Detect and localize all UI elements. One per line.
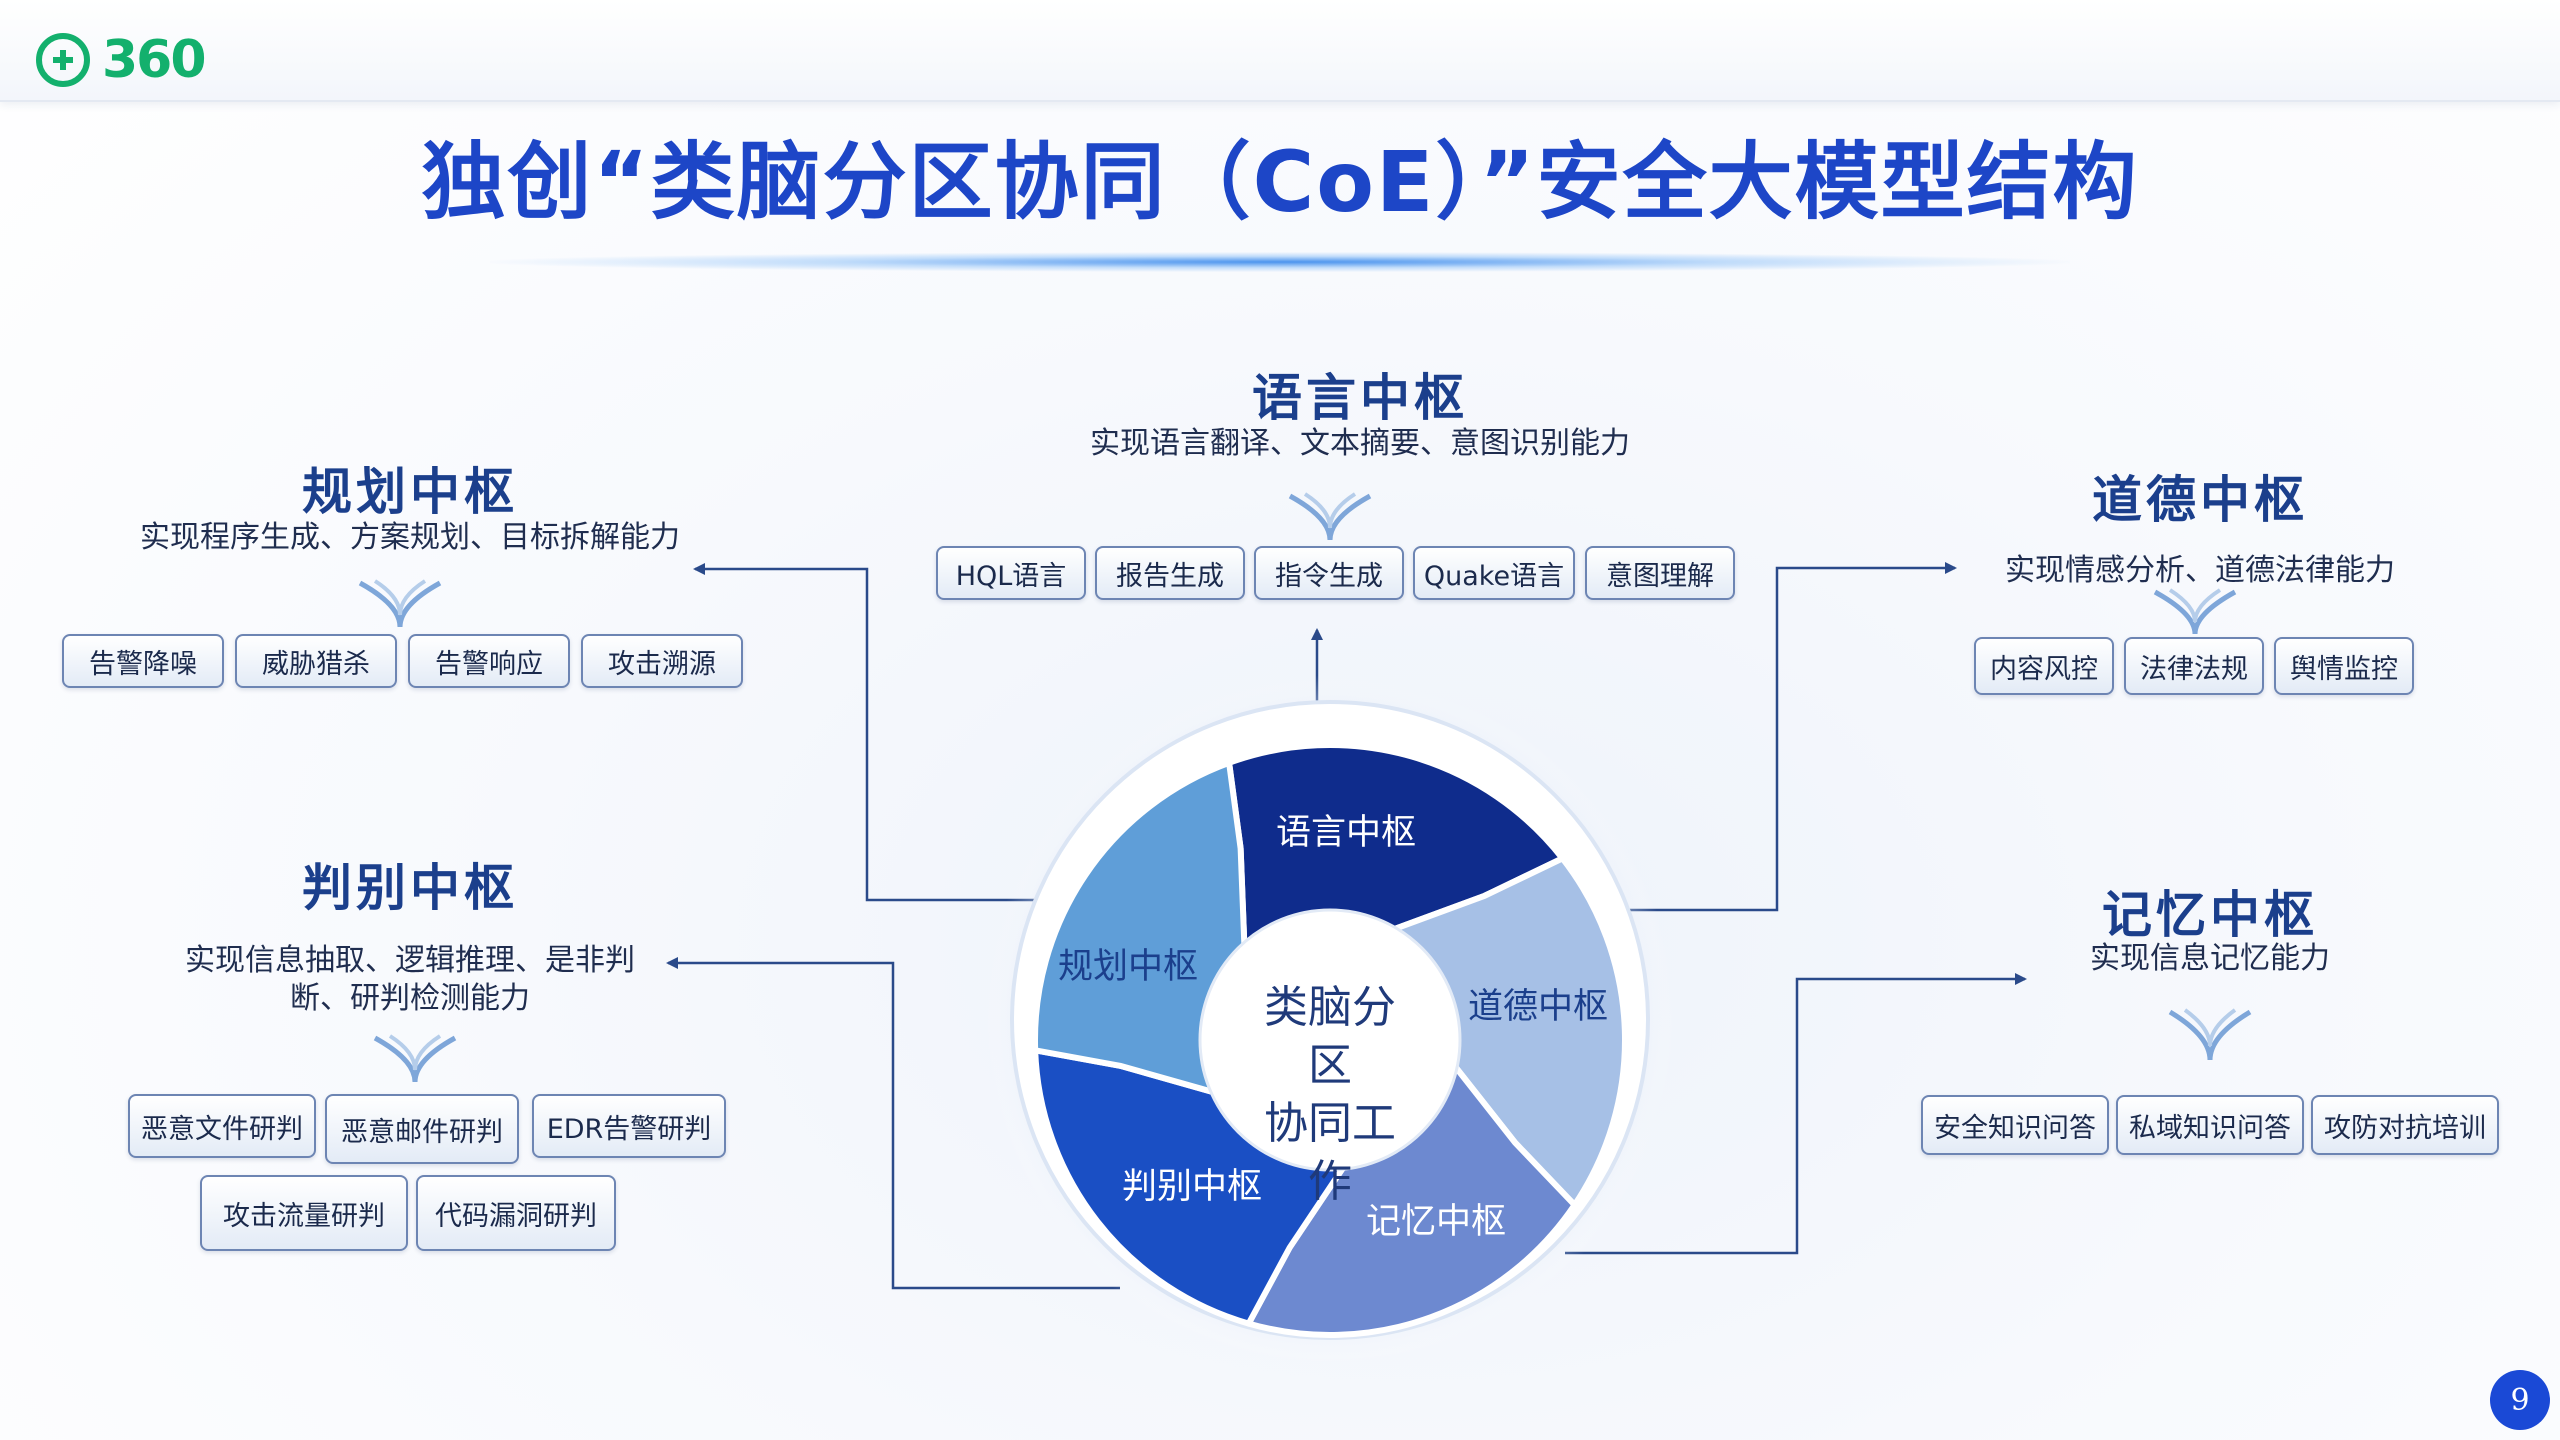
chip-language-0: HQL语言 — [936, 546, 1086, 600]
chip-language-4: 意图理解 — [1585, 546, 1735, 600]
hub-title-planning: 规划中枢 — [302, 462, 518, 521]
hub-desc-language: 实现语言翻译、文本摘要、意图识别能力 — [1090, 426, 1630, 461]
page-number-badge: 9 — [2490, 1370, 2550, 1430]
chevron-down-icon — [358, 579, 442, 628]
chip-planning-3: 攻击溯源 — [581, 634, 743, 688]
hub-desc-ethics: 实现情感分析、道德法律能力 — [2005, 553, 2395, 588]
center-label-line1: 类脑分 — [1264, 982, 1396, 1033]
chip-ethics-1: 法律法规 — [2124, 637, 2264, 695]
segment-label-planning: 规划中枢 — [1058, 947, 1198, 987]
chip-judgment-2: EDR告警研判 — [532, 1094, 726, 1158]
chevron-down-icon — [2153, 588, 2237, 635]
hub-desc-judgment-line1: 实现信息抽取、逻辑推理、是非判 — [185, 943, 635, 978]
chip-planning-0: 告警降噪 — [62, 634, 224, 688]
logo-360: 360 — [34, 30, 207, 90]
chip-ethics-0: 内容风控 — [1974, 637, 2114, 695]
chip-planning-1: 威胁猎杀 — [235, 634, 397, 688]
chip-memory-1: 私域知识问答 — [2116, 1095, 2304, 1155]
logo-text: 360 — [102, 30, 207, 90]
wheel-center-disc — [1198, 908, 1462, 1172]
connector-planning — [693, 563, 1040, 902]
segment-label-memory: 记忆中枢 — [1366, 1202, 1506, 1242]
chip-judgment-4: 代码漏洞研判 — [416, 1175, 616, 1251]
chip-planning-2: 告警响应 — [408, 634, 570, 688]
chevron-down-icon — [373, 1034, 457, 1083]
segment-label-judgment: 判别中枢 — [1122, 1167, 1262, 1207]
hub-title-judgment: 判别中枢 — [302, 858, 518, 917]
center-label-line2: 区 — [1308, 1040, 1352, 1091]
hub-desc-planning: 实现程序生成、方案规划、目标拆解能力 — [140, 520, 680, 555]
chevron-down-icon — [2168, 1008, 2252, 1061]
chip-judgment-1: 恶意邮件研判 — [325, 1094, 519, 1164]
chip-memory-2: 攻防对抗培训 — [2311, 1095, 2499, 1155]
chip-ethics-2: 舆情监控 — [2274, 637, 2414, 695]
hub-desc-memory: 实现信息记忆能力 — [2090, 941, 2330, 976]
hub-desc-judgment-line2: 断、研判检测能力 — [290, 981, 530, 1016]
top-bar: 360 — [0, 0, 2560, 102]
chip-judgment-3: 攻击流量研判 — [200, 1175, 408, 1251]
connector-judgment — [666, 957, 1120, 1290]
segment-label-language: 语言中枢 — [1276, 813, 1416, 853]
center-label-line3: 协同工 — [1264, 1098, 1396, 1149]
plus-circle-icon — [36, 33, 90, 87]
connector-ethics — [1625, 562, 1957, 912]
hub-title-ethics: 道德中枢 — [2092, 470, 2308, 529]
connector-memory — [1565, 973, 2027, 1255]
chip-language-2: 指令生成 — [1254, 546, 1404, 600]
hub-title-language: 语言中枢 — [1252, 368, 1468, 427]
chip-memory-0: 安全知识问答 — [1921, 1095, 2109, 1155]
title-glow-divider — [490, 252, 2070, 272]
page-title: 独创“类脑分区协同（CoE）”安全大模型结构 — [421, 133, 2139, 231]
chip-judgment-0: 恶意文件研判 — [128, 1094, 316, 1158]
chevron-down-icon — [1288, 492, 1372, 541]
chip-language-3: Quake语言 — [1413, 546, 1575, 600]
chip-language-1: 报告生成 — [1095, 546, 1245, 600]
center-label-line4: 作 — [1308, 1156, 1352, 1207]
segment-label-ethics: 道德中枢 — [1468, 987, 1608, 1027]
hub-title-memory: 记忆中枢 — [2102, 885, 2318, 944]
